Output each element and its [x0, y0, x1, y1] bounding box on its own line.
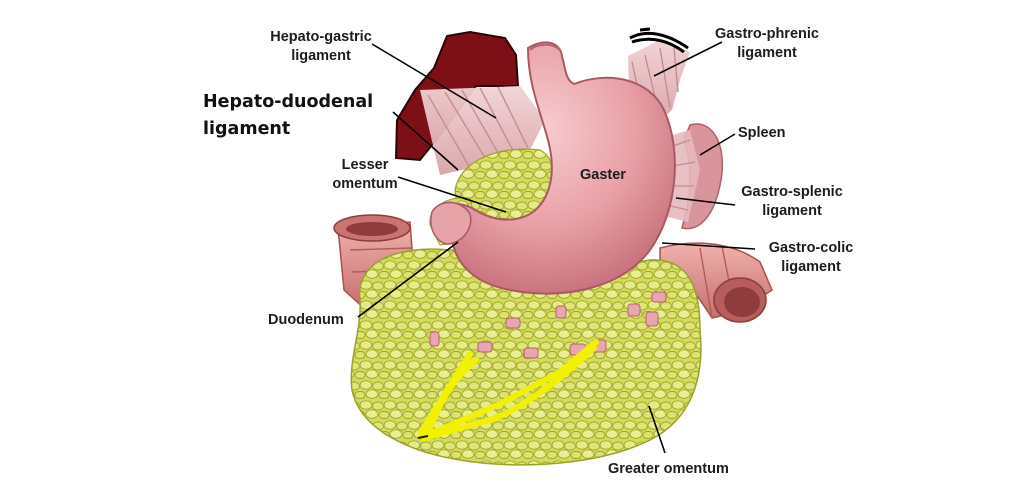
- label-gastro-splenic-ligament: Gastro-splenic ligament: [726, 183, 858, 221]
- highlighter-marker: [417, 339, 599, 441]
- label-line: ligament: [781, 259, 841, 275]
- label-spleen: Spleen: [738, 125, 786, 141]
- label-line: Gastro-phrenic: [715, 26, 819, 42]
- label-duodenum: Duodenum: [268, 312, 344, 328]
- label-hepato-duodenal-ligament: Hepato-duodenal ligament: [203, 89, 373, 143]
- label-line: Hepato-duodenal: [203, 92, 374, 112]
- label-hepato-gastric-ligament: Hepato-gastric ligament: [266, 28, 376, 66]
- label-line: Gastro-splenic: [741, 184, 843, 200]
- label-gaster: Gaster: [580, 167, 626, 183]
- label-greater-omentum: Greater omentum: [608, 461, 729, 477]
- stomach-shape: [432, 41, 676, 295]
- label-line: ligament: [203, 119, 291, 139]
- label-gastro-colic-ligament: Gastro-colic ligament: [756, 239, 866, 277]
- label-line: Hepato-gastric: [270, 29, 372, 45]
- leader-lines: [357, 41, 756, 454]
- duodenum-shape: [430, 201, 472, 245]
- label-line: Lesser: [341, 157, 389, 173]
- label-line: omentum: [332, 176, 398, 192]
- label-line: ligament: [737, 45, 797, 61]
- label-line: ligament: [291, 48, 351, 64]
- label-gastro-phrenic-ligament: Gastro-phrenic ligament: [704, 25, 830, 63]
- label-lesser-omentum: Lesser omentum: [326, 156, 404, 194]
- scribble-mark: [629, 27, 689, 54]
- label-line: Gastro-colic: [768, 240, 854, 256]
- label-line: ligament: [762, 203, 822, 219]
- omental-vessels: [429, 291, 667, 359]
